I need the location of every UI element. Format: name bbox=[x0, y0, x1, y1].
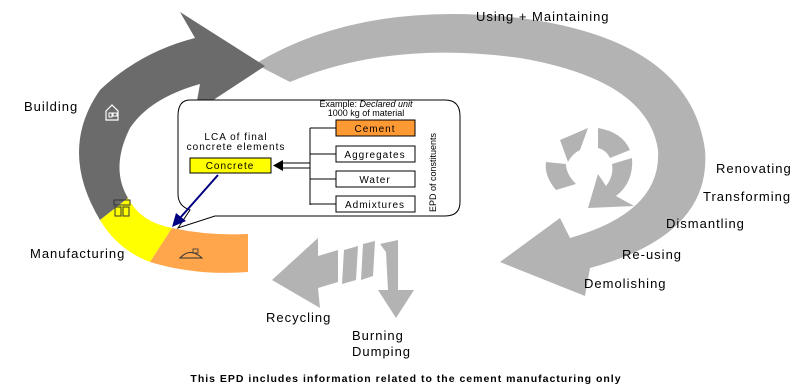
cement-label: Cement bbox=[354, 124, 395, 135]
house-icon bbox=[105, 104, 119, 121]
label-transforming: Transforming bbox=[703, 189, 791, 204]
admixtures-label: Admixtures bbox=[345, 200, 405, 211]
building-arrow bbox=[79, 12, 265, 220]
label-dismantling: Dismantling bbox=[666, 216, 745, 231]
factory-icon bbox=[113, 199, 131, 217]
label-burning: Burning bbox=[352, 328, 404, 343]
label-renovating: Renovating bbox=[716, 161, 792, 176]
constituent-admixtures: Admixtures bbox=[335, 195, 416, 213]
constituent-aggregates: Aggregates bbox=[335, 145, 416, 163]
constituent-connector bbox=[309, 127, 336, 205]
using-maintaining-arrow bbox=[255, 14, 706, 297]
constituent-water: Water bbox=[335, 170, 416, 188]
epd-constituents-label: EPD of constituents bbox=[428, 132, 438, 212]
label-manufacturing: Manufacturing bbox=[30, 246, 125, 261]
label-using-maintaining: Using + Maintaining bbox=[476, 9, 610, 24]
concrete-label: Concrete bbox=[206, 161, 255, 172]
example-line1: Example: Declared unit bbox=[319, 99, 413, 109]
label-reusing: Re-using bbox=[622, 247, 682, 262]
recycling-arrow bbox=[272, 238, 375, 308]
label-recycling: Recycling bbox=[266, 310, 331, 325]
label-building: Building bbox=[24, 99, 78, 114]
water-label: Water bbox=[359, 175, 390, 186]
example-line2: 1000 kg of material bbox=[328, 108, 405, 118]
lca-title-line1: LCA of final bbox=[204, 132, 267, 143]
circular-arrows-icon bbox=[545, 128, 634, 208]
pointer-arrow bbox=[172, 174, 219, 227]
burning-dumping-arrow bbox=[378, 240, 414, 318]
manufacturing-arc bbox=[100, 198, 248, 273]
concrete-box: Concrete bbox=[189, 157, 272, 174]
aggregates-label: Aggregates bbox=[344, 150, 405, 161]
label-demolishing: Demolishing bbox=[584, 276, 667, 291]
constituent-cement: Cement bbox=[335, 119, 416, 137]
double-arrow bbox=[273, 160, 310, 171]
label-dumping: Dumping bbox=[352, 344, 411, 359]
mound-icon bbox=[178, 248, 204, 259]
footer-note: This EPD includes information related to… bbox=[190, 373, 621, 385]
lca-title-line2: concrete elements bbox=[187, 142, 286, 153]
